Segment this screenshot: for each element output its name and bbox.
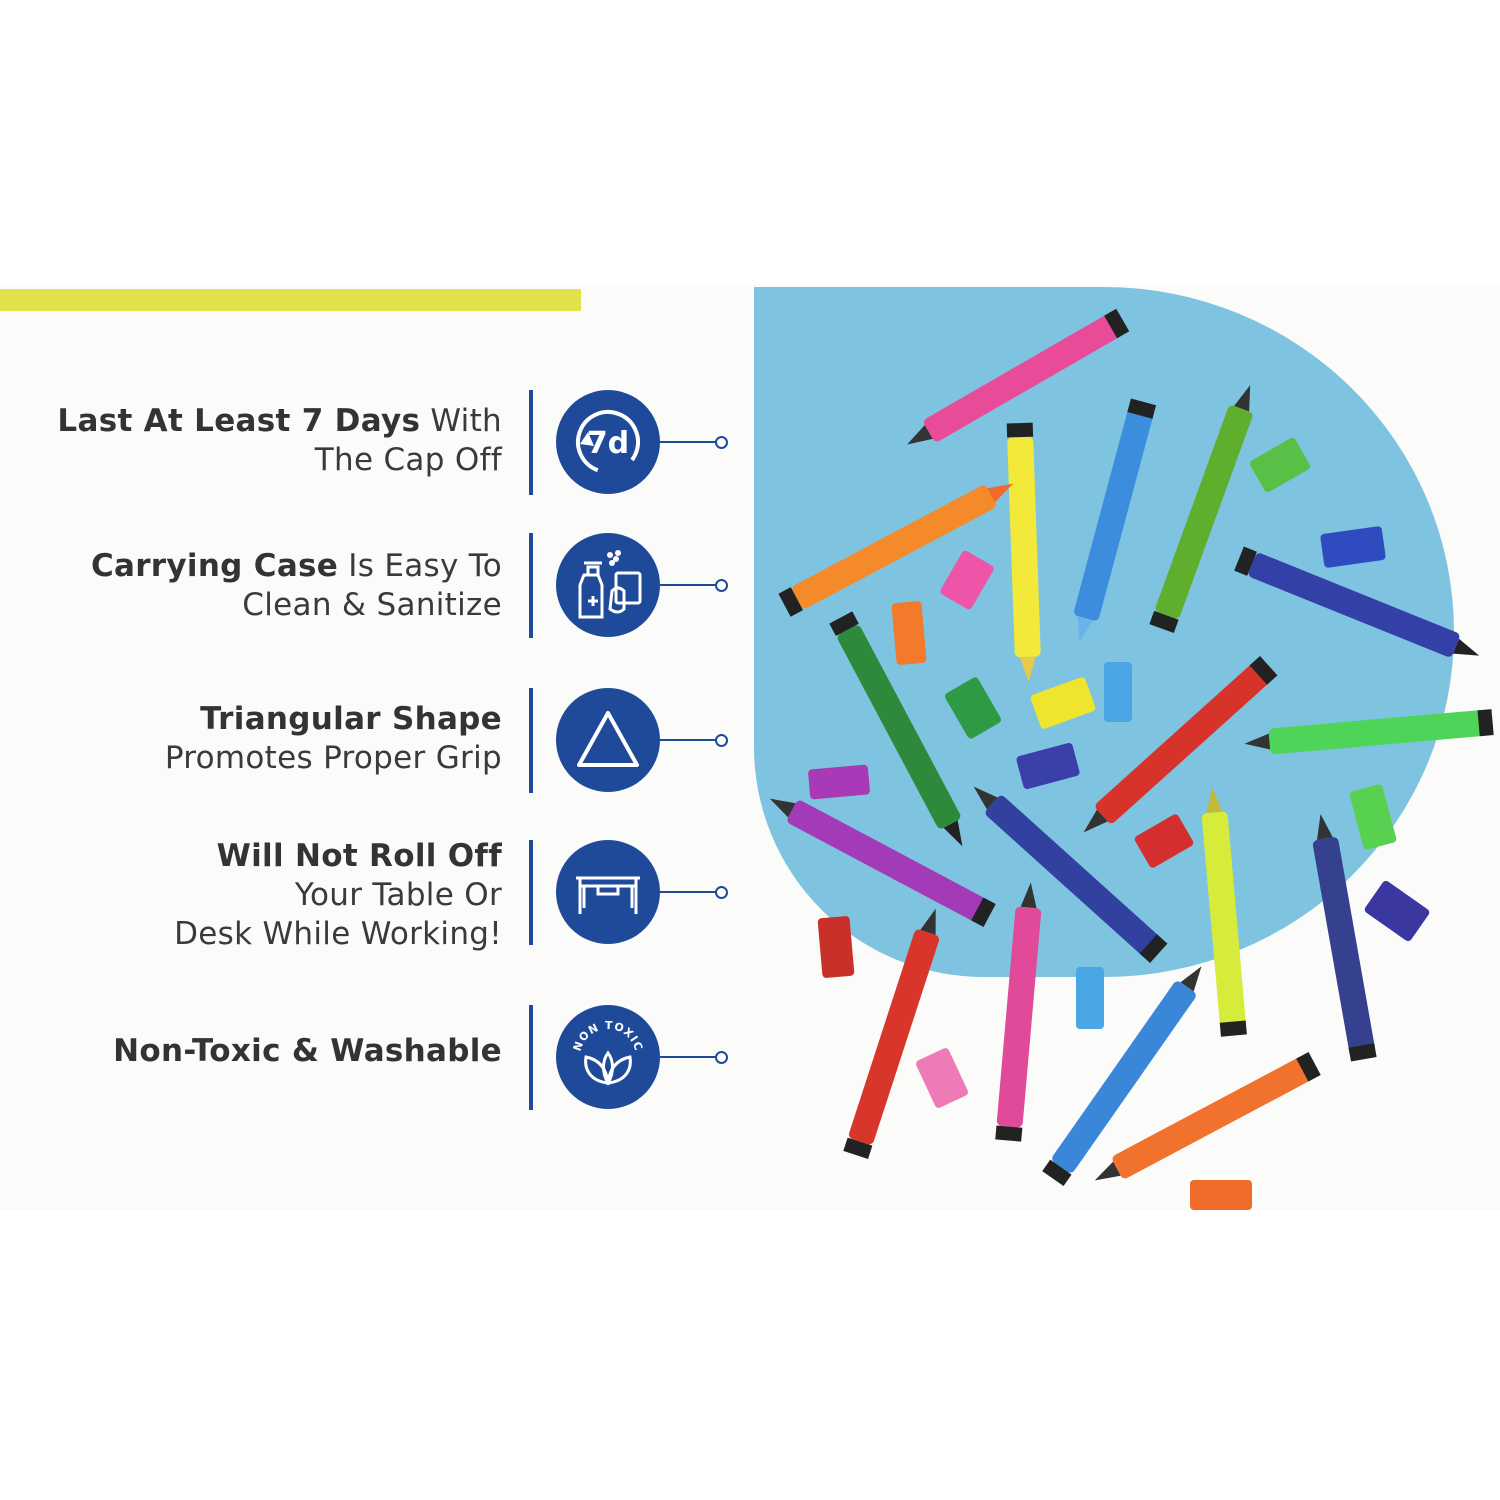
connector-line xyxy=(660,441,716,443)
desk-icon xyxy=(556,840,660,944)
feature-line2: Promotes Proper Grip xyxy=(164,740,502,776)
feature-text: Non-Toxic & Washable xyxy=(113,1032,502,1071)
marker xyxy=(1042,966,1202,1187)
seven-days-icon: 7d xyxy=(556,390,660,494)
non-toxic-leaf-icon: NON TOXIC xyxy=(556,1005,660,1109)
seven-days-label: 7d xyxy=(587,426,629,461)
marker xyxy=(1244,709,1494,755)
feature-title-rest: With xyxy=(420,403,502,439)
non-toxic-label: NON TOXIC xyxy=(571,1019,645,1053)
feature-text: Carrying Case Is Easy To Clean & Sanitiz… xyxy=(91,547,502,625)
connector-dot xyxy=(715,886,728,899)
divider-line xyxy=(529,840,533,945)
feature-title: Will Not Roll Off xyxy=(216,838,502,874)
marker xyxy=(829,611,963,847)
marker xyxy=(778,483,1014,617)
feature-text: Last At Least 7 Days With The Cap Off xyxy=(57,402,502,480)
feature-text: Will Not Roll Off Your Table Or Desk Whi… xyxy=(174,837,502,954)
connector-dot xyxy=(715,1051,728,1064)
feature-non-toxic: Non-Toxic & Washable NON TOXIC xyxy=(0,1005,760,1110)
marker xyxy=(1006,422,1041,682)
svg-text:NON TOXIC: NON TOXIC xyxy=(571,1019,646,1053)
divider-line xyxy=(529,688,533,793)
feature-title: Last At Least 7 Days xyxy=(57,403,421,439)
connector-dot xyxy=(715,579,728,592)
connector-line xyxy=(660,1056,716,1058)
feature-title-rest: Is Easy To xyxy=(338,548,502,584)
connector-dot xyxy=(715,734,728,747)
divider-line xyxy=(529,390,533,495)
connector-line xyxy=(660,584,716,586)
divider-line xyxy=(529,533,533,638)
feature-title: Triangular Shape xyxy=(200,701,502,737)
feature-title: Carrying Case xyxy=(90,548,339,584)
marker xyxy=(1074,398,1157,643)
feature-text: Triangular Shape Promotes Proper Grip xyxy=(165,700,502,778)
feature-sanitize: Carrying Case Is Easy To Clean & Sanitiz… xyxy=(0,533,760,638)
triangle-icon xyxy=(556,688,660,792)
marker xyxy=(1201,787,1247,1037)
marker xyxy=(769,798,996,927)
feature-line3: Desk While Working! xyxy=(174,916,502,952)
feature-title: Non-Toxic & Washable xyxy=(113,1033,502,1069)
sanitize-spray-icon xyxy=(556,533,660,637)
feature-line2: Your Table Or xyxy=(294,877,502,913)
accent-bar xyxy=(0,289,581,311)
markers-illustration xyxy=(769,308,1494,1210)
marker xyxy=(1234,546,1480,657)
marker xyxy=(1312,814,1377,1062)
marker xyxy=(1083,656,1278,833)
connector-line xyxy=(660,891,716,893)
marker xyxy=(843,908,940,1159)
feature-will-not-roll: Will Not Roll Off Your Table Or Desk Whi… xyxy=(0,838,760,952)
connector-line xyxy=(660,739,716,741)
feature-seven-days: Last At Least 7 Days With The Cap Off 7d xyxy=(0,390,760,495)
marker xyxy=(995,882,1042,1142)
feature-line2: Clean & Sanitize xyxy=(242,587,502,623)
feature-triangular-shape: Triangular Shape Promotes Proper Grip xyxy=(0,688,760,793)
caps xyxy=(808,437,1430,1210)
divider-line xyxy=(529,1005,533,1110)
marker xyxy=(1094,1052,1321,1181)
marker xyxy=(1149,385,1253,633)
connector-dot xyxy=(715,436,728,449)
feature-line2: The Cap Off xyxy=(314,442,502,478)
marker xyxy=(907,308,1130,445)
marker xyxy=(973,786,1168,963)
